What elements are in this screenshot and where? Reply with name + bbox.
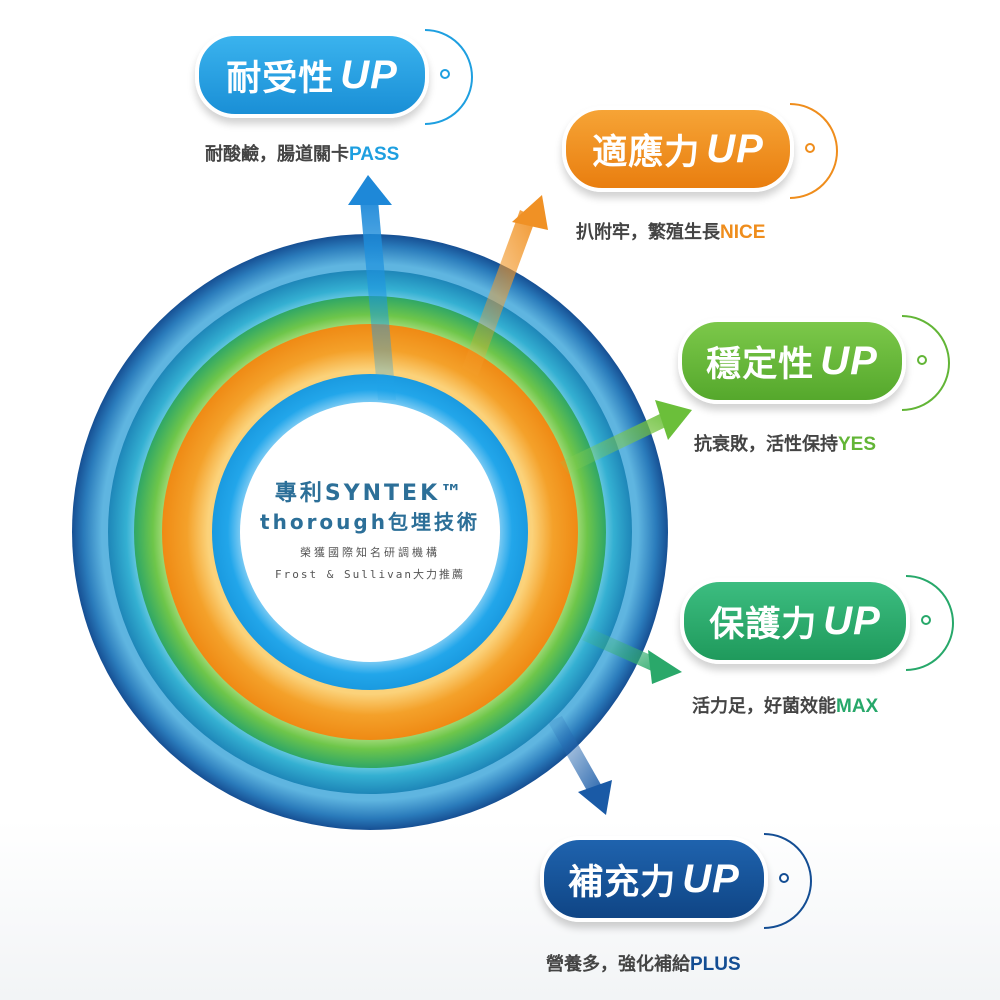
arrow-stability — [560, 400, 692, 474]
center-label: 專利SYNTEK™ thorough包埋技術 榮獲國際知名研調機構 Frost … — [195, 480, 545, 582]
arrow-adaptability — [462, 195, 548, 376]
benefit-protection-caption: 活力足，好菌效能MAX — [692, 696, 879, 717]
center-title-line1: 專利SYNTEK™ — [274, 481, 466, 506]
benefit-adaptability-up: UP — [706, 126, 764, 171]
benefit-adaptability-keyword: NICE — [720, 222, 766, 243]
benefit-supplement-keyword: PLUS — [690, 954, 741, 975]
benefit-stability-up: UP — [820, 338, 878, 383]
benefit-tolerance-title: 耐受性 — [226, 58, 335, 99]
benefit-protection-up: UP — [823, 598, 881, 643]
benefit-adaptability-title: 適應力 — [592, 132, 701, 173]
benefit-tolerance-up: UP — [340, 52, 398, 97]
benefit-supplement-caption: 營養多，強化補給PLUS — [546, 954, 741, 975]
center-subtitle-line1: 榮獲國際知名研調機構 — [300, 546, 440, 559]
benefit-tolerance-keyword: PASS — [349, 144, 400, 165]
center-subtitle-line2: Frost & Sullivan大力推薦 — [275, 568, 465, 581]
benefit-stability-caption: 抗衰敗，活性保持YES — [694, 434, 877, 455]
benefit-protection-keyword: MAX — [836, 696, 879, 717]
arrow-protection — [582, 628, 682, 684]
arrow-supplement — [548, 716, 612, 815]
benefit-tolerance-caption: 耐酸鹼，腸道關卡PASS — [205, 144, 400, 165]
center-disc — [240, 402, 500, 662]
badge-arc-icon — [905, 575, 954, 671]
benefit-stability-keyword: YES — [838, 434, 877, 455]
concentric-rings — [72, 234, 668, 830]
benefit-adaptability-caption: 扒附牢，繁殖生長NICE — [576, 222, 766, 243]
badge-arc-icon — [424, 29, 473, 125]
benefit-stability-title: 穩定性 — [706, 344, 815, 385]
badge-arc-icon — [789, 103, 838, 199]
benefit-protection-title: 保護力 — [709, 604, 818, 645]
center-title-line2: thorough包埋技術 — [260, 510, 480, 534]
arrows — [348, 175, 692, 815]
benefit-supplement-title: 補充力 — [568, 862, 677, 903]
badge-arc-icon — [763, 833, 812, 929]
arrow-tolerance — [348, 175, 396, 400]
badge-arc-icon — [901, 315, 950, 411]
benefit-supplement-up: UP — [682, 856, 740, 901]
